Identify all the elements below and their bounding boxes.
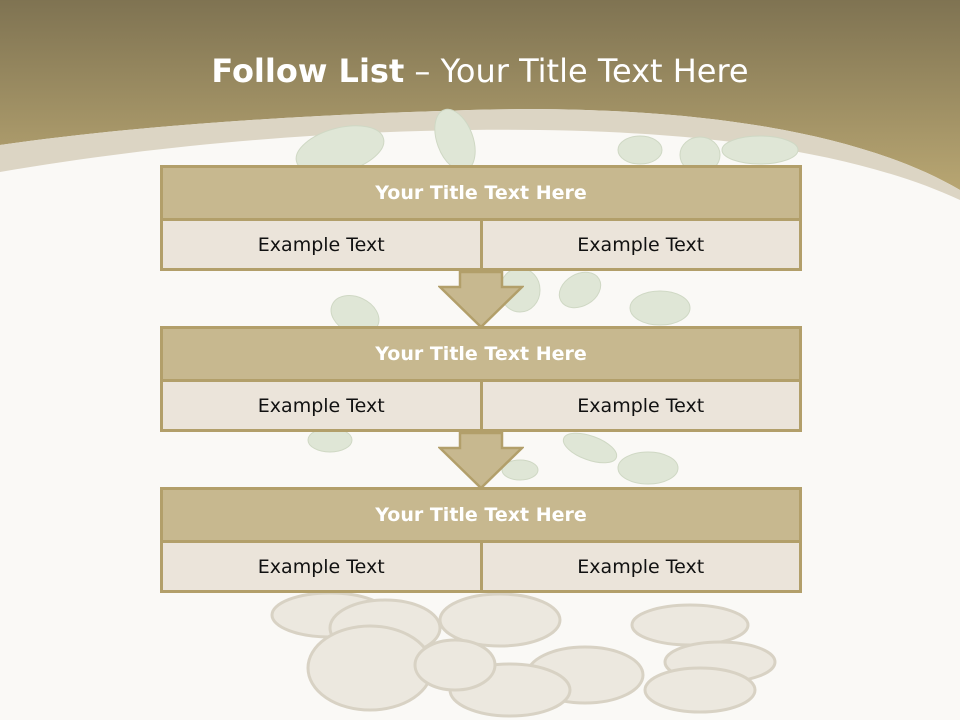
slide-title-bold: Follow List — [211, 52, 405, 90]
example-cell-right: Example Text — [577, 233, 705, 256]
example-cell-right: Example Text — [577, 394, 705, 417]
block-title: Your Title Text Here — [160, 326, 802, 382]
slide-title-rest: – Your Title Text Here — [404, 52, 749, 90]
example-cell-left: Example Text — [163, 221, 483, 268]
block-cells: Example Text Example Text — [160, 543, 802, 593]
slide-title: Follow List – Your Title Text Here — [0, 52, 960, 90]
list-block-2: Your Title Text Here Example Text Exampl… — [160, 326, 802, 432]
block-title: Your Title Text Here — [160, 487, 802, 543]
example-cell-left: Example Text — [163, 543, 483, 590]
header-band — [0, 0, 960, 190]
coins-image — [270, 591, 777, 718]
block-cells: Example Text Example Text — [160, 382, 802, 432]
down-arrow-icon — [438, 271, 524, 329]
block-title: Your Title Text Here — [160, 165, 802, 221]
list-block-1: Your Title Text Here Example Text Exampl… — [160, 165, 802, 271]
example-cell-right: Example Text — [577, 555, 705, 578]
block-cells: Example Text Example Text — [160, 221, 802, 271]
list-block-3: Your Title Text Here Example Text Exampl… — [160, 487, 802, 593]
example-cell-left: Example Text — [163, 382, 483, 429]
down-arrow-icon — [438, 432, 524, 490]
header-swoosh — [0, 109, 960, 200]
